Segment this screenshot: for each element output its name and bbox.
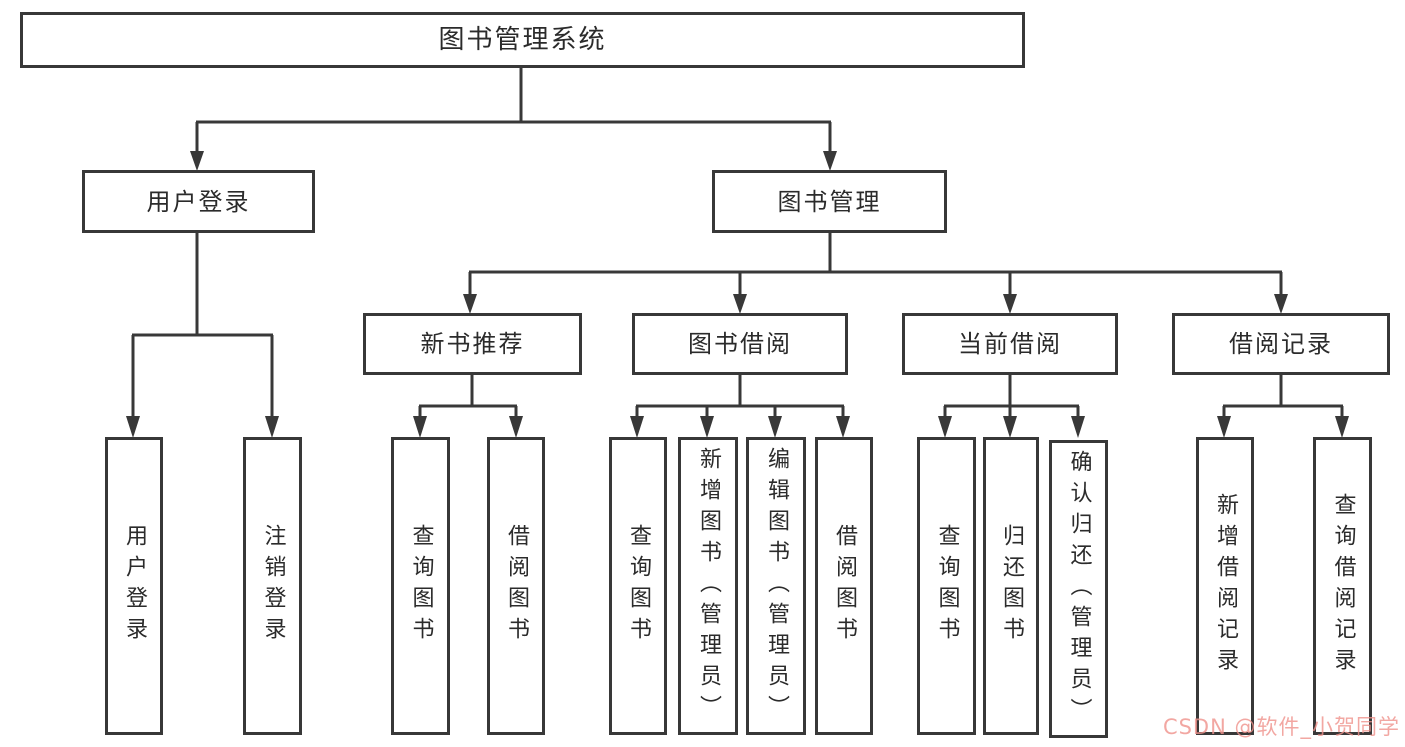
leaf-add-book-admin: 新增图书（管理员） [678, 437, 738, 735]
leaf-query-book-current-label: 查询图书 [934, 524, 960, 648]
leaf-query-book-recommend-label: 查询图书 [408, 524, 434, 648]
edge-borrowrecord-to-leaves [1222, 375, 1344, 420]
arrow-down-icon [413, 416, 427, 438]
arrow-down-icon [1335, 416, 1349, 438]
node-new-book-recommend-label: 新书推荐 [420, 330, 525, 358]
arrow-down-icon [733, 294, 747, 314]
leaf-return-book-label: 归还图书 [999, 524, 1024, 648]
arrow-down-icon [1003, 294, 1017, 314]
node-book-management-label: 图书管理 [777, 187, 882, 216]
leaf-add-book-admin-label: 新增图书（管理员） [696, 446, 721, 726]
leaf-return-book: 归还图书 [983, 437, 1039, 735]
arrow-down-icon [265, 416, 279, 438]
arrow-down-icon [190, 151, 204, 171]
leaf-borrow-book: 借阅图书 [815, 437, 873, 735]
leaf-borrow-book-label: 借阅图书 [832, 524, 857, 648]
arrow-down-icon [509, 416, 523, 438]
arrow-down-icon [1217, 416, 1231, 438]
arrow-down-icon [700, 416, 714, 438]
leaf-query-borrow-record: 查询借阅记录 [1313, 437, 1372, 735]
edge-bookborrow-to-leaves [635, 375, 845, 420]
leaf-logout-label: 注销登录 [260, 524, 286, 648]
edge-currentborrow-to-leaves [943, 375, 1080, 420]
node-current-borrow: 当前借阅 [902, 313, 1118, 375]
node-user-login: 用户登录 [82, 170, 315, 233]
arrow-down-icon [768, 416, 782, 438]
csdn-watermark: CSDN @软件_小贺同学 [1162, 715, 1400, 739]
node-borrow-record-label: 借阅记录 [1229, 330, 1333, 358]
edge-bookmgmt-to-level3 [468, 233, 1283, 296]
leaf-add-borrow-record: 新增借阅记录 [1196, 437, 1254, 735]
arrow-down-icon [836, 416, 850, 438]
arrow-down-icon [1071, 416, 1085, 438]
node-book-borrow: 图书借阅 [632, 313, 848, 375]
leaf-edit-book-admin: 编辑图书（管理员） [746, 437, 806, 735]
node-current-borrow-label: 当前借阅 [958, 330, 1062, 358]
edge-root-to-level2 [195, 68, 832, 153]
leaf-borrow-book-recommend-label: 借阅图书 [504, 524, 529, 648]
leaf-user-login: 用户登录 [105, 437, 163, 735]
arrow-down-icon [1003, 416, 1017, 438]
node-user-login-label: 用户登录 [146, 187, 251, 216]
leaf-query-borrow-record-label: 查询借阅记录 [1330, 493, 1356, 679]
leaf-query-book-borrow-label: 查询图书 [626, 524, 651, 648]
arrowheads [126, 151, 1349, 438]
leaf-add-borrow-record-label: 新增借阅记录 [1213, 493, 1238, 679]
leaf-user-login-label: 用户登录 [122, 524, 147, 648]
arrow-down-icon [630, 416, 644, 438]
leaf-query-book-borrow: 查询图书 [609, 437, 667, 735]
node-borrow-record: 借阅记录 [1172, 313, 1390, 375]
node-book-borrow-label: 图书借阅 [688, 330, 792, 358]
node-book-management: 图书管理 [712, 170, 947, 233]
edge-userlogin-to-leaves [131, 233, 274, 420]
leaf-confirm-return-admin: 确认归还（管理员） [1049, 440, 1108, 738]
node-root: 图书管理系统 [20, 12, 1025, 68]
node-new-book-recommend: 新书推荐 [363, 313, 582, 375]
arrow-down-icon [823, 151, 837, 171]
arrow-down-icon [938, 416, 952, 438]
arrow-down-icon [1274, 294, 1288, 314]
leaf-query-book-recommend: 查询图书 [391, 437, 450, 735]
arrow-down-icon [126, 416, 140, 438]
node-root-label: 图书管理系统 [438, 25, 607, 55]
leaf-confirm-return-admin-label: 确认归还（管理员） [1066, 449, 1092, 729]
leaf-logout: 注销登录 [243, 437, 302, 735]
leaf-borrow-book-recommend: 借阅图书 [487, 437, 545, 735]
arrow-down-icon [463, 294, 477, 314]
leaf-edit-book-admin-label: 编辑图书（管理员） [764, 446, 789, 726]
edge-newbookrec-to-leaves [418, 375, 518, 420]
leaf-query-book-current: 查询图书 [917, 437, 976, 735]
